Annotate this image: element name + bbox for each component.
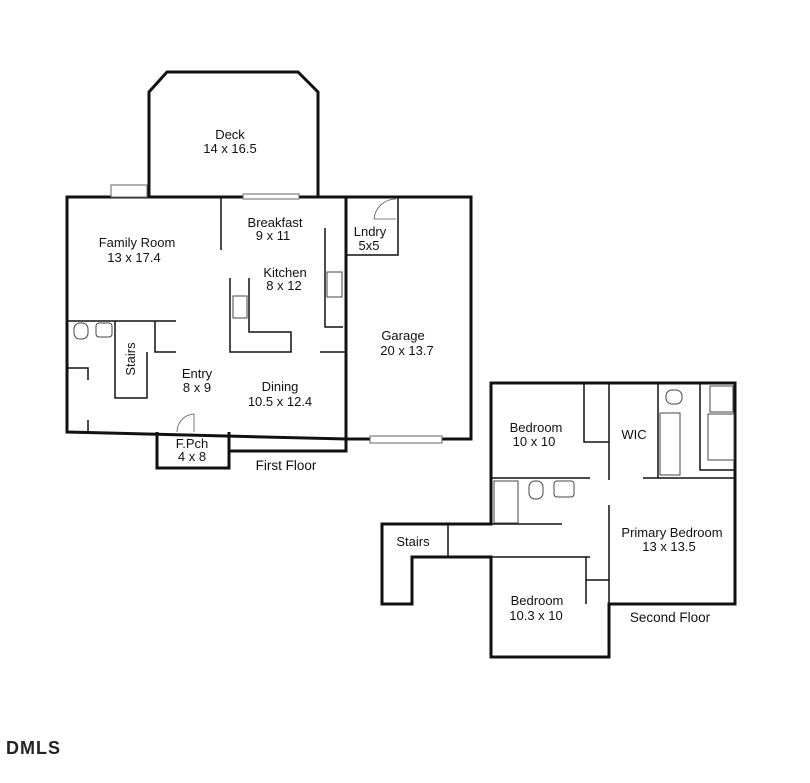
- first-floor-label: First Floor: [256, 458, 317, 473]
- bedroom-1-name: Bedroom: [510, 420, 563, 435]
- second-floor-label: Second Floor: [630, 610, 711, 625]
- wic-name: WIC: [621, 427, 646, 442]
- first-floor: [65, 70, 473, 470]
- breakfast-name: Breakfast: [248, 215, 303, 230]
- bedroom-2-dims: 10.3 x 10: [509, 608, 563, 623]
- bedroom-1-dims: 10 x 10: [513, 434, 556, 449]
- porch-name: F.Pch: [176, 436, 209, 451]
- entry-dims: 8 x 9: [183, 380, 211, 395]
- deck-name: Deck: [215, 127, 245, 142]
- garage-dims: 20 x 13.7: [380, 343, 434, 358]
- stairs-2-name: Stairs: [396, 534, 430, 549]
- laundry-door-swing: [373, 198, 397, 220]
- bath-walls-2: [490, 383, 735, 524]
- family-name: Family Room: [99, 235, 176, 250]
- sink-icon: [95, 322, 113, 338]
- bedroom-2-name: Bedroom: [511, 593, 564, 608]
- shower-icon: [709, 385, 734, 413]
- kitchen-island: [229, 278, 292, 353]
- stove-icon: [326, 271, 343, 298]
- deck-dims: 14 x 16.5: [203, 141, 257, 156]
- vanity-icon: [659, 412, 681, 476]
- primary-dims: 13 x 13.5: [642, 539, 696, 554]
- dmls-logo: DMLS: [6, 738, 61, 758]
- slider-door: [242, 193, 300, 200]
- kitchen-name: Kitchen: [263, 265, 306, 280]
- laundry-dims: 5x5: [359, 238, 380, 253]
- garage-door: [369, 435, 443, 444]
- kitchen-dims: 8 x 12: [266, 278, 301, 293]
- hall-walls: [447, 505, 610, 604]
- porch-dims: 4 x 8: [178, 449, 206, 464]
- closet-walls: [67, 367, 89, 432]
- kitchen-sink-icon: [232, 295, 248, 319]
- stairs-1-name: Stairs: [123, 342, 138, 376]
- dining-name: Dining: [262, 379, 299, 394]
- bed1-walls: [491, 383, 735, 480]
- kitchen-counter: [324, 228, 343, 328]
- front-wall-right: [229, 439, 348, 453]
- family-window: [110, 184, 148, 198]
- breakfast-dims: 9 x 11: [256, 228, 290, 243]
- toilet-icon: [73, 322, 89, 340]
- toilet-icon: [665, 389, 683, 405]
- dining-dims: 10.5 x 12.4: [248, 394, 312, 409]
- bath-walls: [67, 320, 176, 399]
- sink-icon: [553, 480, 575, 498]
- toilet-icon: [528, 480, 544, 500]
- garage-name: Garage: [381, 328, 424, 343]
- deck-outline: [147, 70, 320, 197]
- tub-icon: [707, 413, 735, 461]
- family-dims: 13 x 17.4: [107, 250, 161, 265]
- entry-door-swing: [176, 413, 195, 433]
- room-labels: Deck 14 x 16.5 Family Room 13 x 17.4 Bre…: [99, 127, 723, 625]
- second-floor: [380, 381, 737, 659]
- entry-name: Entry: [182, 366, 213, 381]
- laundry-walls: [346, 197, 399, 256]
- primary-name: Primary Bedroom: [621, 525, 722, 540]
- tub-icon: [493, 480, 519, 524]
- laundry-name: Lndry: [354, 224, 387, 239]
